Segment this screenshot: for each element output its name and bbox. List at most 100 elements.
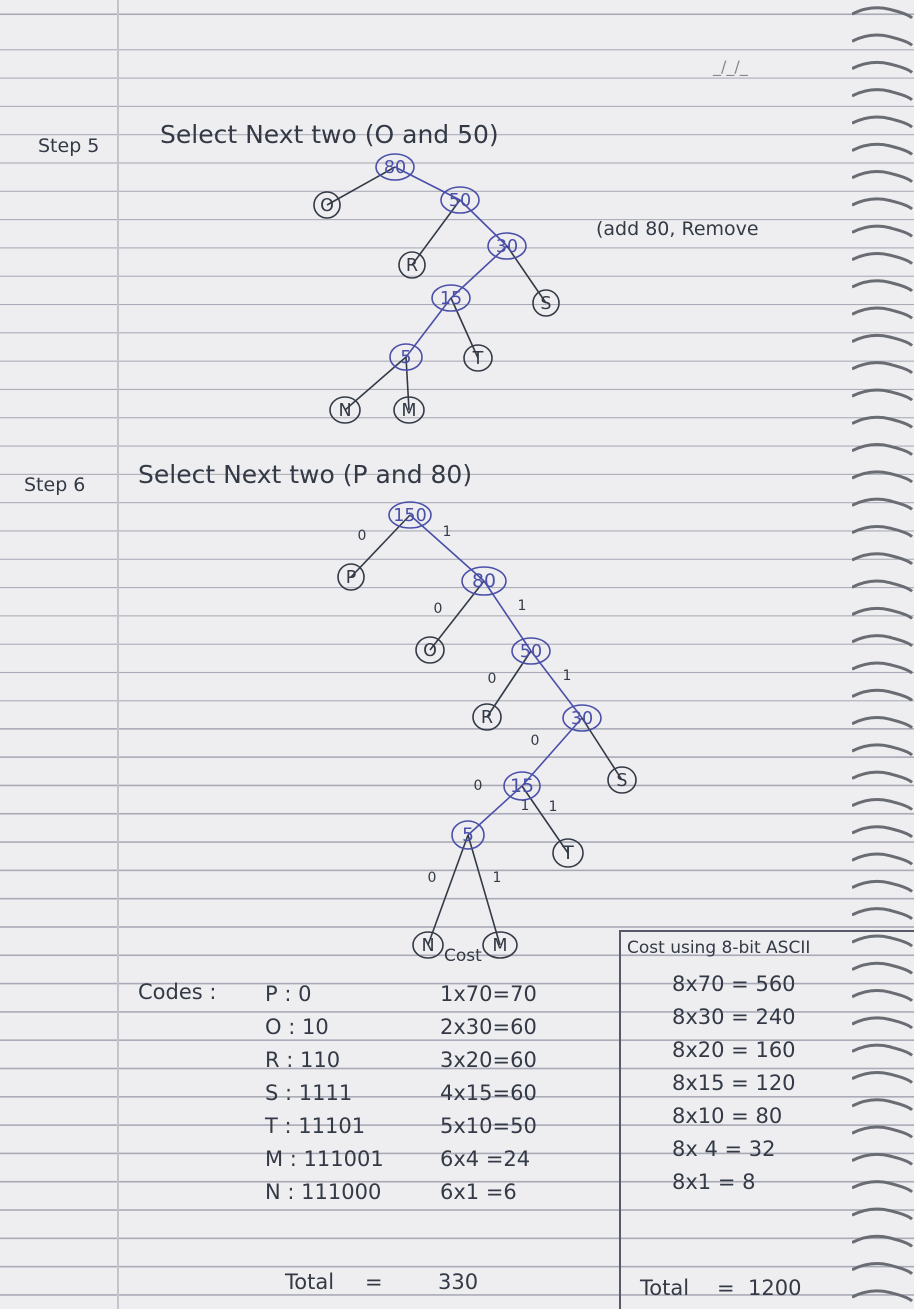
cost-row: 2x30=60	[440, 1015, 537, 1039]
tree6-edge	[350, 514, 411, 578]
tree6-node-label: 80	[472, 570, 496, 592]
cost-column: 1x70=70 2x30=60 3x20=60 4x15=60 5x10=50 6x4 =…	[440, 978, 537, 1209]
tree6-node: 5	[451, 820, 485, 850]
tree6-node: T	[552, 838, 584, 868]
tree6-node: 80	[461, 566, 507, 596]
tree5-node: M	[393, 396, 425, 424]
ascii-cost-row: 8x20 = 160	[672, 1038, 796, 1062]
tree5-edges	[326, 166, 547, 411]
margin-line	[117, 0, 119, 1309]
tree6-edge-label: 1	[443, 524, 452, 540]
tree5-edge	[450, 297, 479, 359]
tree6-node: R	[472, 703, 502, 731]
tree5-nodes: 80O 50R 30 15 S 5 T N M	[313, 153, 560, 424]
ascii-cost-row: 8x10 = 80	[672, 1104, 783, 1128]
tree6-node: 30	[562, 704, 602, 732]
tree6-node: M	[482, 931, 518, 959]
tree6-edge	[467, 785, 523, 836]
cost-row: 5x10=50	[440, 1114, 537, 1138]
tree5-node: S	[532, 289, 560, 317]
tree5-node-label: 30	[496, 237, 518, 257]
code-row: R : 110	[265, 1048, 341, 1072]
tree6-node: 15	[503, 771, 541, 801]
tree6-edge-label: 1	[493, 870, 502, 886]
cost-row: 4x15=60	[440, 1081, 537, 1105]
cost-row: 6x4 =24	[440, 1147, 531, 1171]
tree5-node-label: R	[406, 256, 418, 276]
tree6-edge-label: 1	[521, 798, 530, 814]
step5-label: Step 5	[38, 135, 100, 157]
tree6-node-label: N	[421, 936, 434, 956]
cost-total-eq: =	[365, 1270, 383, 1294]
step5-note: (add 80, Remove	[596, 218, 759, 240]
step6-text: Select Next two (P and 80)	[138, 460, 473, 489]
tree6-node-label: S	[616, 771, 627, 791]
code-row: N : 111000	[265, 1180, 382, 1204]
ascii-total-eq: =	[717, 1276, 735, 1300]
tree5-node: N	[329, 396, 361, 424]
cost-row: 6x1 =6	[440, 1180, 517, 1204]
tree6-edge	[429, 580, 485, 651]
code-row: S : 1111	[265, 1081, 353, 1105]
tree5-node-label: S	[540, 294, 551, 314]
tree6-edge	[427, 834, 469, 946]
tree6-node: O	[415, 636, 445, 664]
tree5-edge	[405, 356, 410, 411]
ascii-cost-row: 8x15 = 120	[672, 1071, 796, 1095]
cost-total-value: 330	[438, 1270, 479, 1294]
tree5-node: 30	[487, 232, 527, 260]
ascii-total-label: Total	[640, 1276, 690, 1300]
tree6-edge-label: 0	[428, 870, 437, 886]
table-divider-vertical	[619, 930, 621, 1309]
ascii-cost-row: 8x1 = 8	[672, 1170, 756, 1194]
tree5-node-label: 5	[400, 348, 411, 368]
step5-text: Select Next two (O and 50)	[160, 120, 499, 149]
tree6-node-label: R	[481, 708, 493, 728]
tree5-node: 15	[431, 284, 471, 312]
tree6-edge-label: 1	[563, 668, 572, 684]
tree6-node-label: 30	[571, 709, 593, 729]
tree5-edge	[394, 166, 461, 201]
tree6-node: S	[607, 766, 637, 794]
tree6-node: 50	[511, 637, 551, 665]
tree5-node-label: 50	[449, 191, 471, 211]
date-field: _/_/_	[713, 57, 748, 76]
tree5-node-label: N	[338, 401, 351, 421]
ascii-cost-row: 8x70 = 560	[672, 972, 796, 996]
tree6-edge-label: 0	[358, 528, 367, 544]
table-divider-horizontal	[620, 930, 914, 932]
code-row: M : 111001	[265, 1147, 384, 1171]
tree6-edge	[467, 834, 501, 946]
tree5-edge	[405, 297, 452, 358]
tree6-node-label: T	[561, 842, 574, 864]
tree5-node: T	[463, 344, 493, 372]
tree5-node: 80	[375, 153, 415, 181]
cost-total-label: Total	[285, 1270, 335, 1294]
code-row: P : 0	[265, 982, 312, 1006]
tree6-node-label: 5	[462, 824, 474, 846]
cost-row: 1x70=70	[440, 982, 537, 1006]
codes-label: Codes :	[138, 980, 217, 1004]
tree5-edge	[459, 199, 508, 247]
tree6-node: 150	[388, 501, 432, 529]
tree6-edge-label: 0	[434, 601, 443, 617]
tree6-edge	[581, 717, 623, 781]
tree6-edge-label: 1	[549, 799, 558, 815]
tree5-node-label: O	[320, 196, 334, 216]
tree6-node: P	[337, 563, 365, 591]
tree5-node: 5	[389, 343, 423, 371]
tree5-node: 50	[440, 186, 480, 214]
cost-row: 3x20=60	[440, 1048, 537, 1072]
tree5-node-label: 80	[384, 158, 406, 178]
tree5-node-label: 15	[440, 289, 462, 309]
tree5-edge	[450, 245, 508, 299]
spiral-binding	[852, 6, 914, 1303]
ascii-cost-row: 8x 4 = 32	[672, 1137, 776, 1161]
tree6-edge-label: 1	[518, 598, 527, 614]
